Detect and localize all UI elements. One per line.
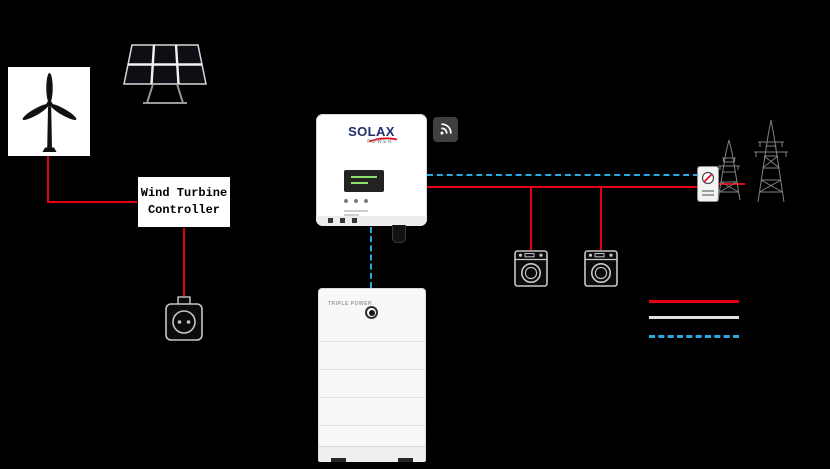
hybrid-inverter: SOLAX POWER [316,114,427,226]
battery-tower: TRIPLE POWER [318,288,426,462]
wind-turbine-panel [8,67,90,156]
wire-to-load-1 [530,188,532,250]
legend-communication-line [649,335,739,338]
legend-ac-power-line [649,300,739,303]
energy-meter-icon [697,166,719,202]
port [352,218,357,223]
battery-module-divider [319,369,425,370]
battery-power-button [365,306,378,319]
wifi-icon [433,117,458,142]
inverter-brand-sub-text: POWER [367,139,393,145]
wire-turbine-to-controller-horizontal [47,201,137,203]
wire-to-load-2 [600,188,602,250]
battery-foot [331,458,346,462]
controller-label-line2: Controller [147,203,220,217]
inverter-lcd-screen [344,170,384,192]
inverter-port-strip [316,216,427,226]
battery-module-divider [319,397,425,398]
washing-machine-icon [514,250,548,287]
battery-module-divider [319,341,425,342]
wire-turbine-to-controller-vertical [47,156,49,203]
wire-comm-bus [427,174,699,176]
lcd-text-line [351,176,377,178]
inverter-button-dot [344,199,348,203]
port [340,218,345,223]
battery-brand-label: TRIPLE POWER [328,301,373,307]
label-bar [344,214,359,216]
wind-turbine-controller-box: Wind Turbine Controller [137,176,231,228]
battery-power-button-core [368,309,375,316]
washing-machine-icon [584,250,618,287]
solar-panel-icon [123,44,207,104]
lcd-text-line [351,182,368,184]
logo-swoosh [368,137,398,143]
inverter-bottom-connector [392,225,406,243]
inverter-button-dot [354,199,358,203]
inverter-model-label [344,210,368,218]
inverter-buttons [344,199,368,203]
power-outlet-icon [165,296,203,341]
port [328,218,333,223]
wind-turbine-icon [22,73,77,152]
inverter-brand-text: SOLAX [348,124,395,139]
label-bar [344,210,368,212]
wire-meter-to-grid [719,183,745,185]
transmission-towers-icon [717,119,788,203]
legend-grid-line [649,316,739,319]
inverter-button-dot [364,199,368,203]
battery-module-divider [319,425,425,426]
battery-foot [398,458,413,462]
controller-label-line1: Wind Turbine [140,186,228,200]
wire-inverter-to-battery [370,227,372,288]
wire-ac-bus [427,186,699,188]
wire-controller-to-outlet [183,228,185,296]
